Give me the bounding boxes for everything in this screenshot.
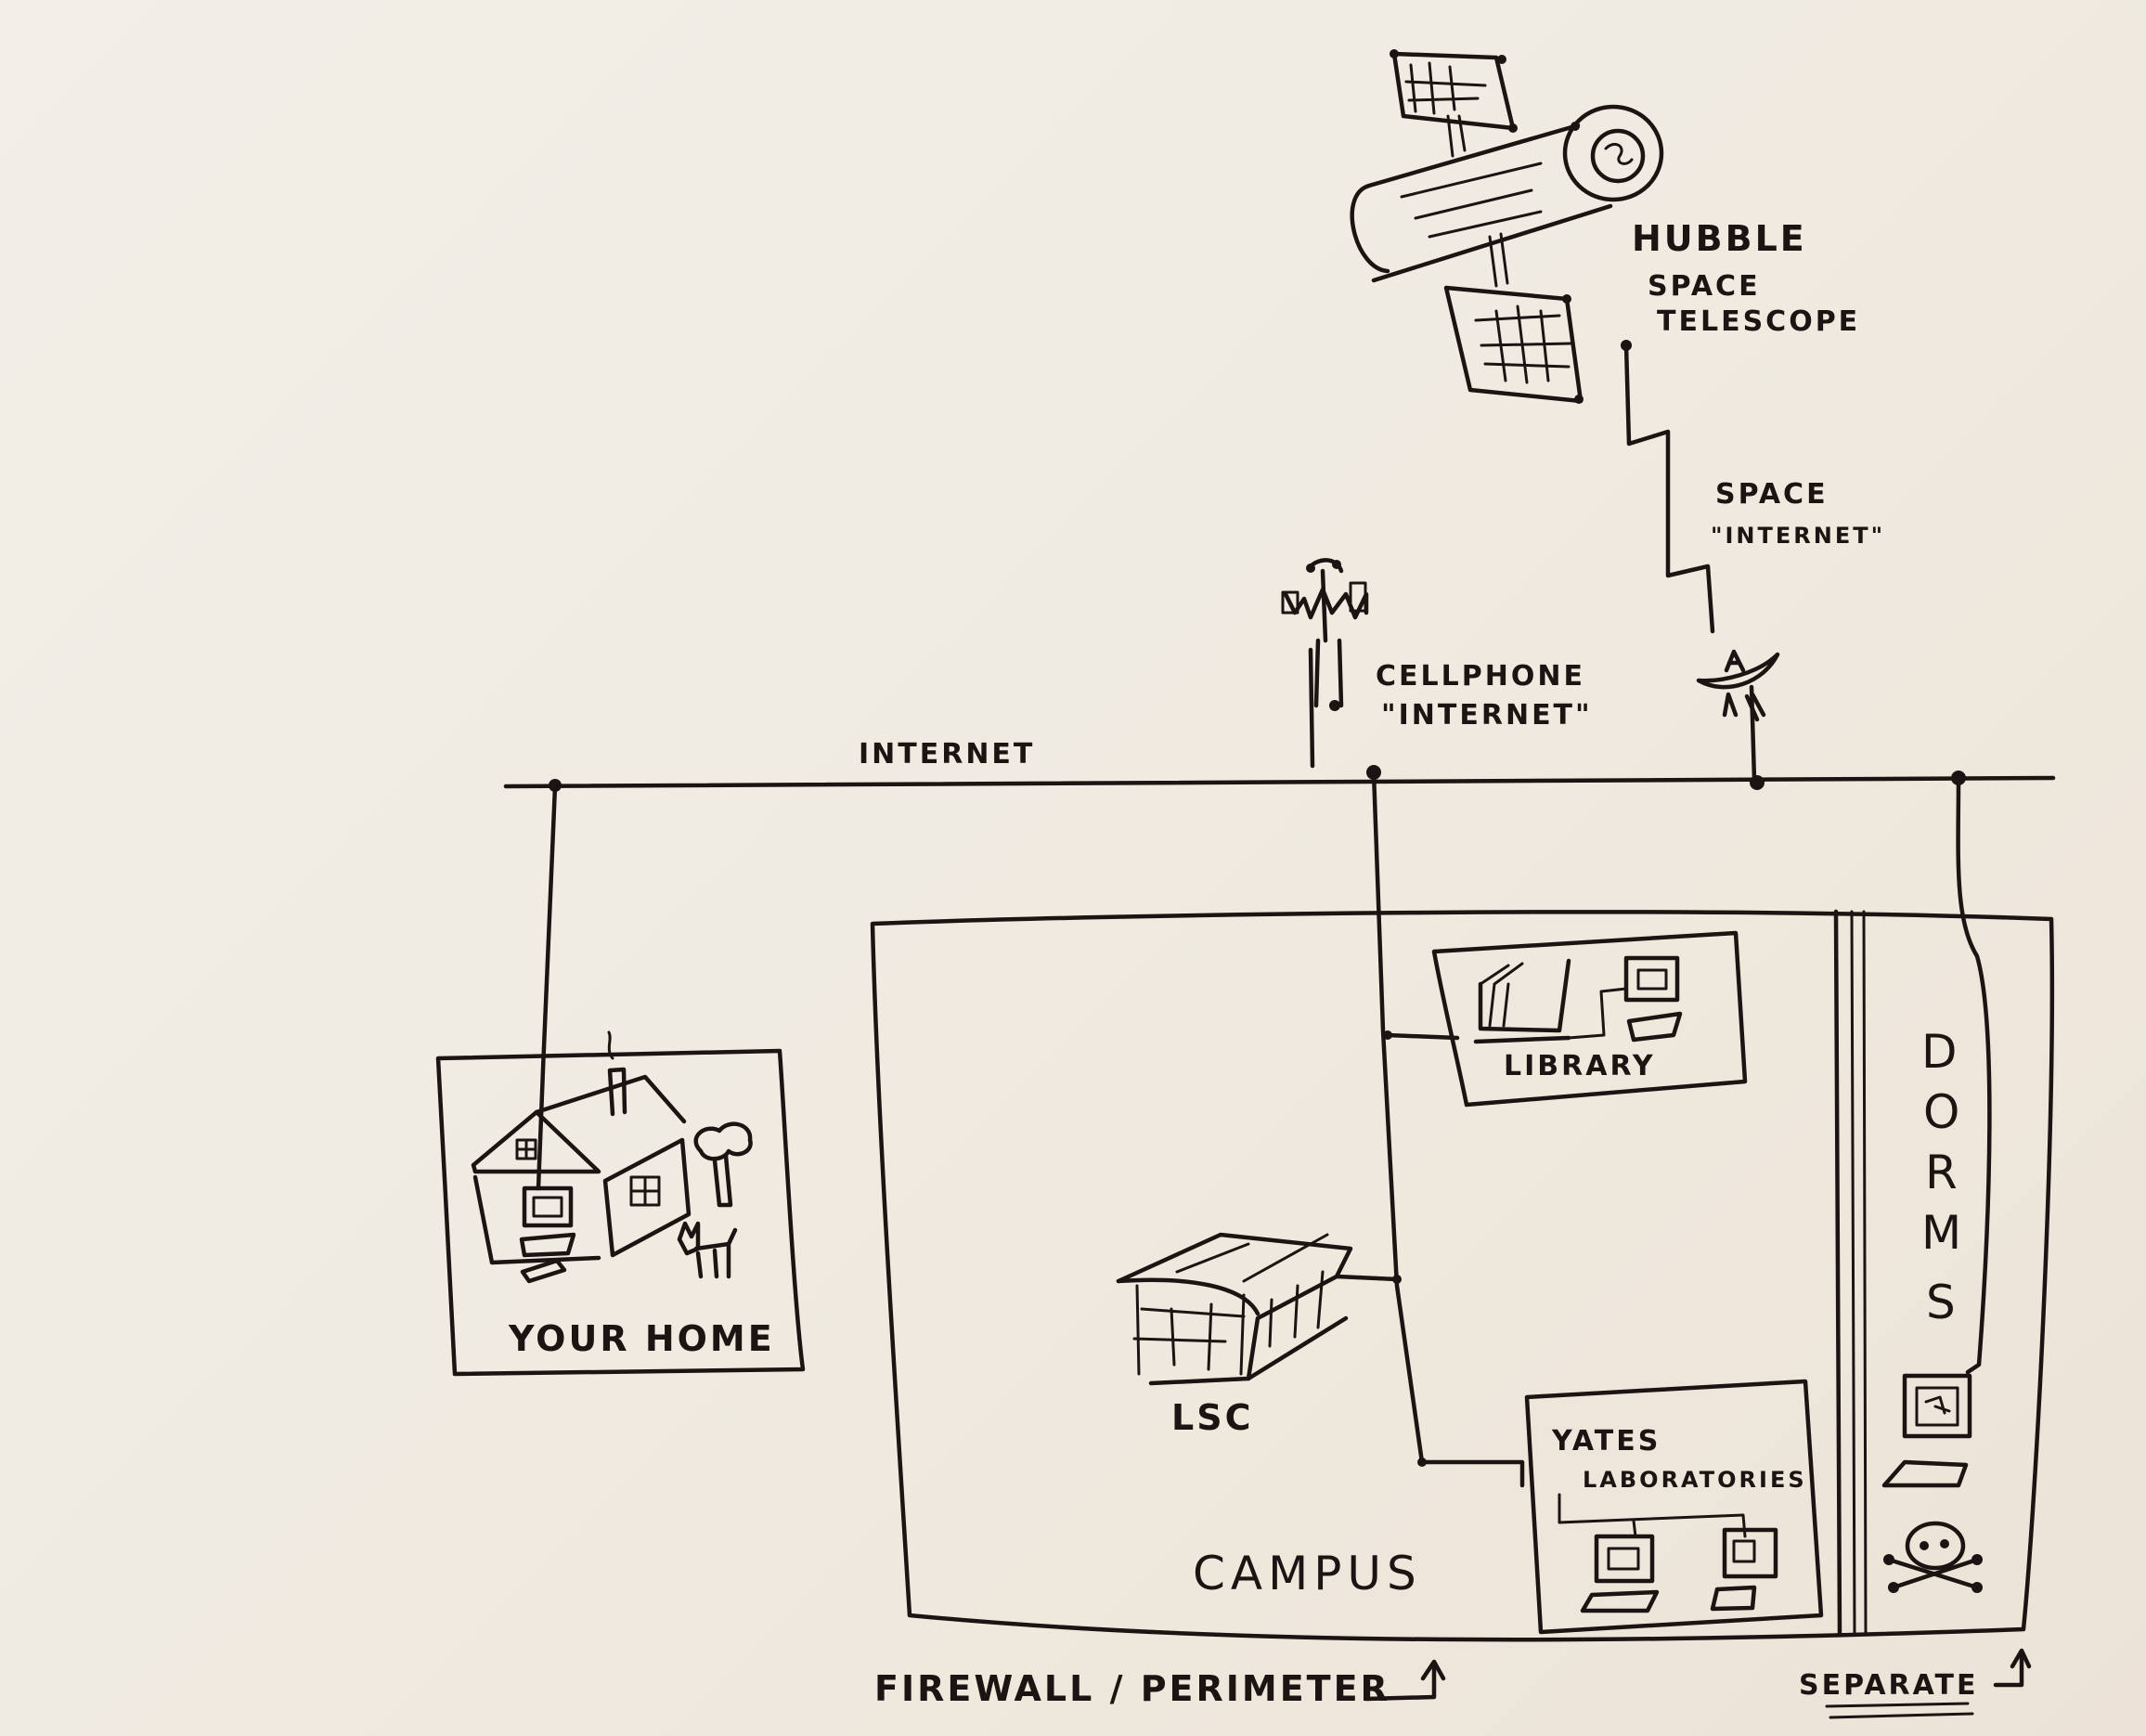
library-computer-icon bbox=[1567, 955, 1683, 1043]
separate-underline bbox=[1825, 1702, 1974, 1719]
space-label-line2: "INTERNET" bbox=[1711, 523, 1885, 549]
hubble-telescope-icon bbox=[1350, 49, 1664, 404]
dorms-link-line bbox=[1956, 775, 1992, 1375]
dorms-letter-d: D bbox=[1921, 1025, 1963, 1079]
lsc-building: LSC bbox=[1116, 1232, 1353, 1438]
separator-line-1 bbox=[1833, 909, 1842, 1637]
firewall-arrow bbox=[1364, 1662, 1437, 1702]
house-icon bbox=[471, 1030, 692, 1265]
dorms-label: D O R M S bbox=[1921, 1025, 1967, 1329]
dorms-letter-s: S bbox=[1926, 1276, 1961, 1329]
your-home-border bbox=[435, 1048, 806, 1377]
yates-label-line1: YATES bbox=[1551, 1425, 1661, 1457]
cellphone-label-line2: "INTERNET" bbox=[1381, 699, 1593, 732]
hubble-label-line3: TELESCOPE bbox=[1657, 305, 1860, 338]
tree-icon bbox=[693, 1121, 753, 1208]
firewall-perimeter-border bbox=[870, 910, 2055, 1642]
dish-junction-dot bbox=[1750, 775, 1765, 790]
dorms-zone: D O R M S bbox=[1833, 775, 1992, 1637]
skull-crossbones-icon bbox=[1883, 1521, 1983, 1593]
space-link-line bbox=[1623, 343, 1715, 634]
cellphone-label-line1: CELLPHONE bbox=[1376, 660, 1585, 693]
your-home-label: YOUR HOME bbox=[508, 1318, 775, 1359]
separate-annotation: SEPARATE bbox=[1799, 1648, 2032, 1719]
cat-icon bbox=[677, 1221, 738, 1279]
your-home-zone: YOUR HOME bbox=[435, 784, 806, 1377]
dorms-letter-o: O bbox=[1923, 1085, 1965, 1139]
cell-tower-icon bbox=[1281, 558, 1369, 769]
home-computer-icon bbox=[519, 1185, 576, 1284]
dorms-letter-m: M bbox=[1921, 1206, 1967, 1260]
space-label-line1: SPACE bbox=[1715, 478, 1829, 511]
internet-label: INTERNET bbox=[859, 738, 1035, 771]
satellite-dish-icon bbox=[1696, 649, 1780, 783]
home-link-line bbox=[536, 784, 558, 1191]
campus-zone: CAMPUS bbox=[870, 770, 2055, 1642]
lsc-label: LSC bbox=[1171, 1397, 1253, 1438]
dorm-computer-icon bbox=[1881, 1373, 1972, 1488]
space-link-dot bbox=[1621, 340, 1632, 351]
yates-border bbox=[1524, 1379, 1824, 1635]
separate-label: SEPARATE bbox=[1799, 1669, 1979, 1702]
separator-line-2 bbox=[1850, 910, 1856, 1636]
library-link-line bbox=[1385, 1032, 1460, 1041]
firewall-annotation: FIREWALL / PERIMETER bbox=[874, 1659, 1446, 1709]
yates-computer-1-icon bbox=[1580, 1534, 1660, 1613]
library-label: LIBRARY bbox=[1504, 1050, 1656, 1082]
yates-computer-2-icon bbox=[1710, 1527, 1778, 1612]
separate-arrow bbox=[1993, 1650, 2024, 1688]
bookshelf-icon bbox=[1473, 958, 1571, 1044]
yates-label-line2: LABORATORIES bbox=[1583, 1467, 1807, 1493]
yates-internal-link bbox=[1558, 1493, 1747, 1538]
library-building: LIBRARY bbox=[1431, 930, 1748, 1108]
lsc-link-line bbox=[1334, 1274, 1400, 1282]
campus-label: CAMPUS bbox=[1193, 1547, 1422, 1600]
internet-backbone: INTERNET bbox=[503, 738, 2056, 792]
hubble-label-line1: HUBBLE bbox=[1632, 218, 1807, 259]
hubble-label-line2: SPACE bbox=[1648, 270, 1761, 303]
yates-laboratories-building: YATES LABORATORIES bbox=[1524, 1379, 1824, 1635]
firewall-label: FIREWALL / PERIMETER bbox=[874, 1668, 1390, 1709]
dorms-letter-r: R bbox=[1925, 1146, 1963, 1199]
campus-link-line bbox=[1371, 770, 1525, 1488]
separator-line-3 bbox=[1862, 910, 1868, 1636]
library-border bbox=[1431, 930, 1748, 1108]
internet-line bbox=[503, 775, 2056, 789]
